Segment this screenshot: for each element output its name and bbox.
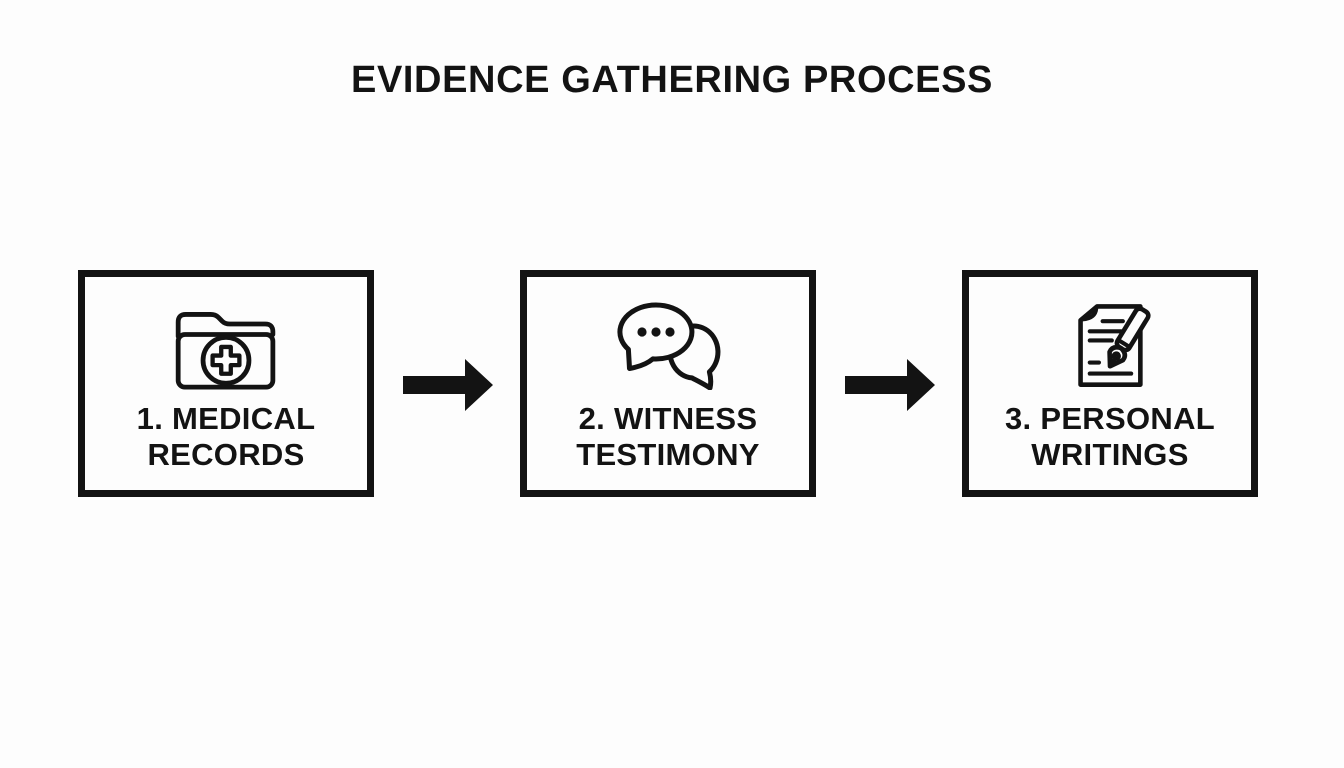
speech-bubbles-icon <box>616 299 721 393</box>
step-label-line1: 1. MEDICAL <box>136 401 316 436</box>
step-box-personal-writings: 3. PERSONAL WRITINGS <box>962 270 1258 497</box>
step-box-medical-records: 1. MEDICAL RECORDS <box>78 270 374 497</box>
step-label-witness-testimony: 2. WITNESS TESTIMONY <box>576 401 760 473</box>
step-box-witness-testimony: 2. WITNESS TESTIMONY <box>520 270 816 497</box>
arrow-right-icon <box>845 359 935 411</box>
step-label-personal-writings: 3. PERSONAL WRITINGS <box>1005 401 1215 473</box>
step-label-medical-records: 1. MEDICAL RECORDS <box>137 401 316 473</box>
arrow-right-icon <box>403 359 493 411</box>
step-label-line2: WRITINGS <box>1031 437 1189 472</box>
document-and-pen-icon <box>1064 299 1156 393</box>
medical-records-folder-icon <box>173 299 279 393</box>
diagram-title: EVIDENCE GATHERING PROCESS <box>351 59 993 101</box>
step-label-line2: TESTIMONY <box>576 437 760 472</box>
flow-arrow-2 <box>845 359 935 411</box>
flow-arrow-1 <box>403 359 493 411</box>
step-label-line1: 3. PERSONAL <box>1004 401 1215 436</box>
step-label-line2: RECORDS <box>147 437 305 472</box>
step-label-line1: 2. WITNESS <box>578 401 758 436</box>
